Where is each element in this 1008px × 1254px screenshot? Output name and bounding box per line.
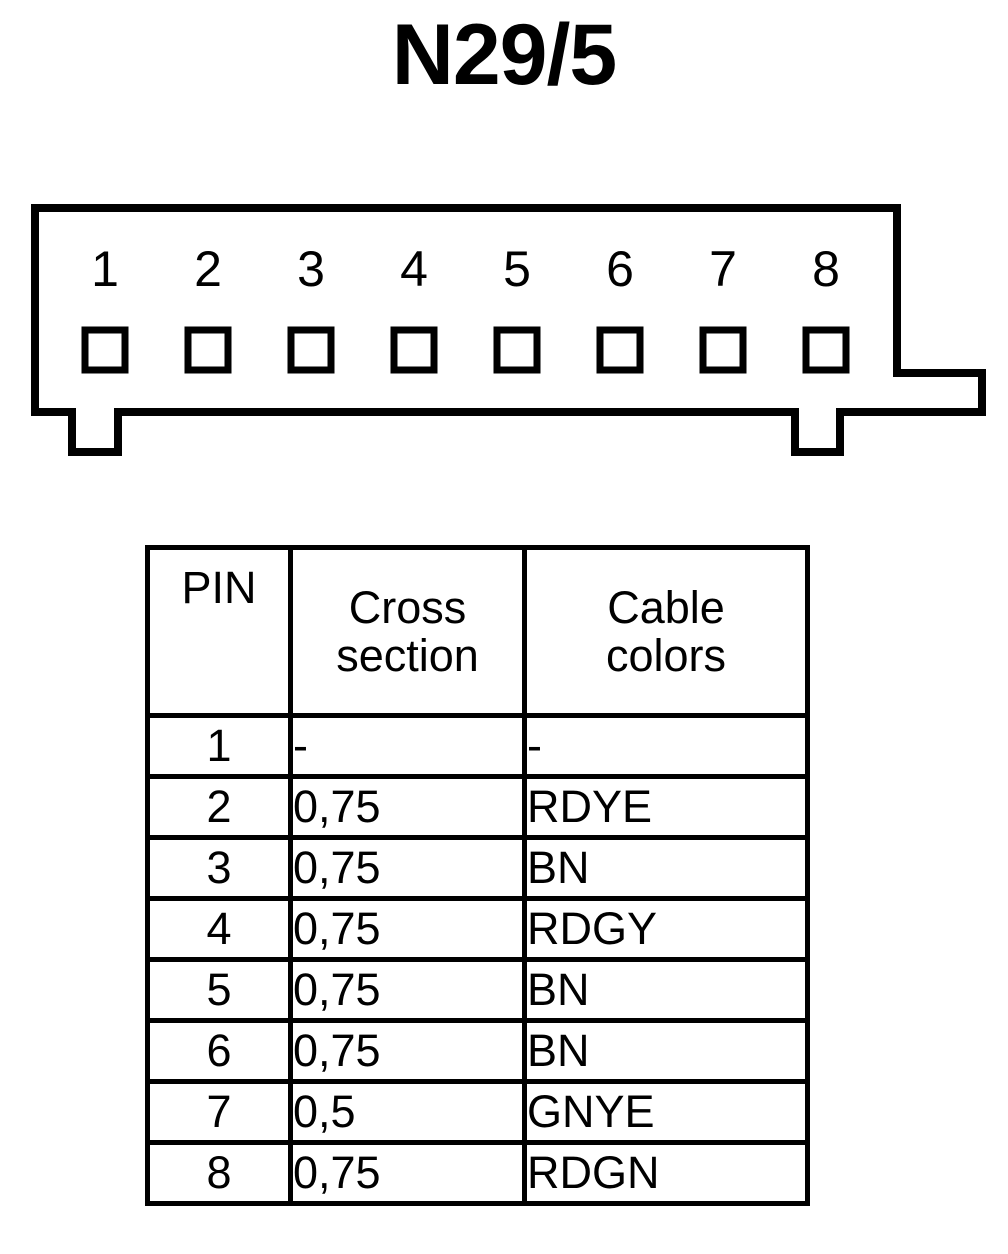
cell-cross-section: 0,75 xyxy=(288,896,527,962)
cell-cross-section: 0,75 xyxy=(288,957,527,1023)
column-header-pin-label: PIN xyxy=(181,562,257,613)
pin-number-4: 4 xyxy=(400,241,428,297)
column-header-cross-section-line1: Cross xyxy=(348,582,467,634)
pin-socket-8 xyxy=(802,326,850,374)
cell-pin: 1 xyxy=(145,713,293,779)
pin-number-1: 1 xyxy=(91,241,119,297)
cell-cross-section: 0,75 xyxy=(288,774,527,840)
pin-socket-1 xyxy=(81,326,129,374)
pin-number-6: 6 xyxy=(606,241,634,297)
pin-socket-7 xyxy=(699,326,747,374)
column-header-cross-section-line2: section xyxy=(336,629,479,681)
cell-cable-colors: - xyxy=(522,713,810,779)
pin-number-5: 5 xyxy=(503,241,531,297)
cell-cross-section: 0,5 xyxy=(288,1079,527,1145)
cell-cable-colors: BN xyxy=(522,957,810,1023)
column-header-cable-colors: Cable colors xyxy=(522,545,810,718)
table-row: 1-- xyxy=(145,713,810,779)
cell-cross-section: 0,75 xyxy=(288,1018,527,1084)
cell-cross-section: - xyxy=(288,713,527,779)
column-header-cable-colors-line1: Cable xyxy=(607,582,725,634)
cell-pin: 8 xyxy=(145,1140,293,1206)
cell-cross-section: 0,75 xyxy=(288,1140,527,1206)
cell-pin: 6 xyxy=(145,1018,293,1084)
table-header-row: PIN Cross section Cable colors xyxy=(145,545,810,718)
cell-cross-section: 0,75 xyxy=(288,835,527,901)
cell-cable-colors: BN xyxy=(522,835,810,901)
pin-socket-3 xyxy=(287,326,335,374)
cell-pin: 3 xyxy=(145,835,293,901)
pin-socket-6 xyxy=(596,326,644,374)
pin-socket-5 xyxy=(493,326,541,374)
cell-cable-colors: RDYE xyxy=(522,774,810,840)
column-header-pin: PIN xyxy=(145,545,293,718)
pin-number-7: 7 xyxy=(709,241,737,297)
cell-pin: 7 xyxy=(145,1079,293,1145)
pin-number-2: 2 xyxy=(194,241,222,297)
cell-cable-colors: RDGY xyxy=(522,896,810,962)
cell-pin: 4 xyxy=(145,896,293,962)
column-header-cross-section: Cross section xyxy=(288,545,527,718)
page-title: N29/5 xyxy=(391,7,618,103)
pin-number-3: 3 xyxy=(297,241,325,297)
pin-socket-4 xyxy=(390,326,438,374)
cell-cable-colors: RDGN xyxy=(522,1140,810,1206)
column-header-cable-colors-line2: colors xyxy=(605,629,727,681)
cell-cable-colors: BN xyxy=(522,1018,810,1084)
cell-pin: 5 xyxy=(145,957,293,1023)
table-header: PIN Cross section Cable colors xyxy=(145,545,810,718)
pin-number-8: 8 xyxy=(812,241,840,297)
pin-number-row: 1 2 3 4 5 6 7 8 xyxy=(0,240,1008,300)
pin-socket-2 xyxy=(184,326,232,374)
cell-cable-colors: GNYE xyxy=(522,1079,810,1145)
connector-outline-drawing xyxy=(31,204,986,456)
cell-pin: 2 xyxy=(145,774,293,840)
